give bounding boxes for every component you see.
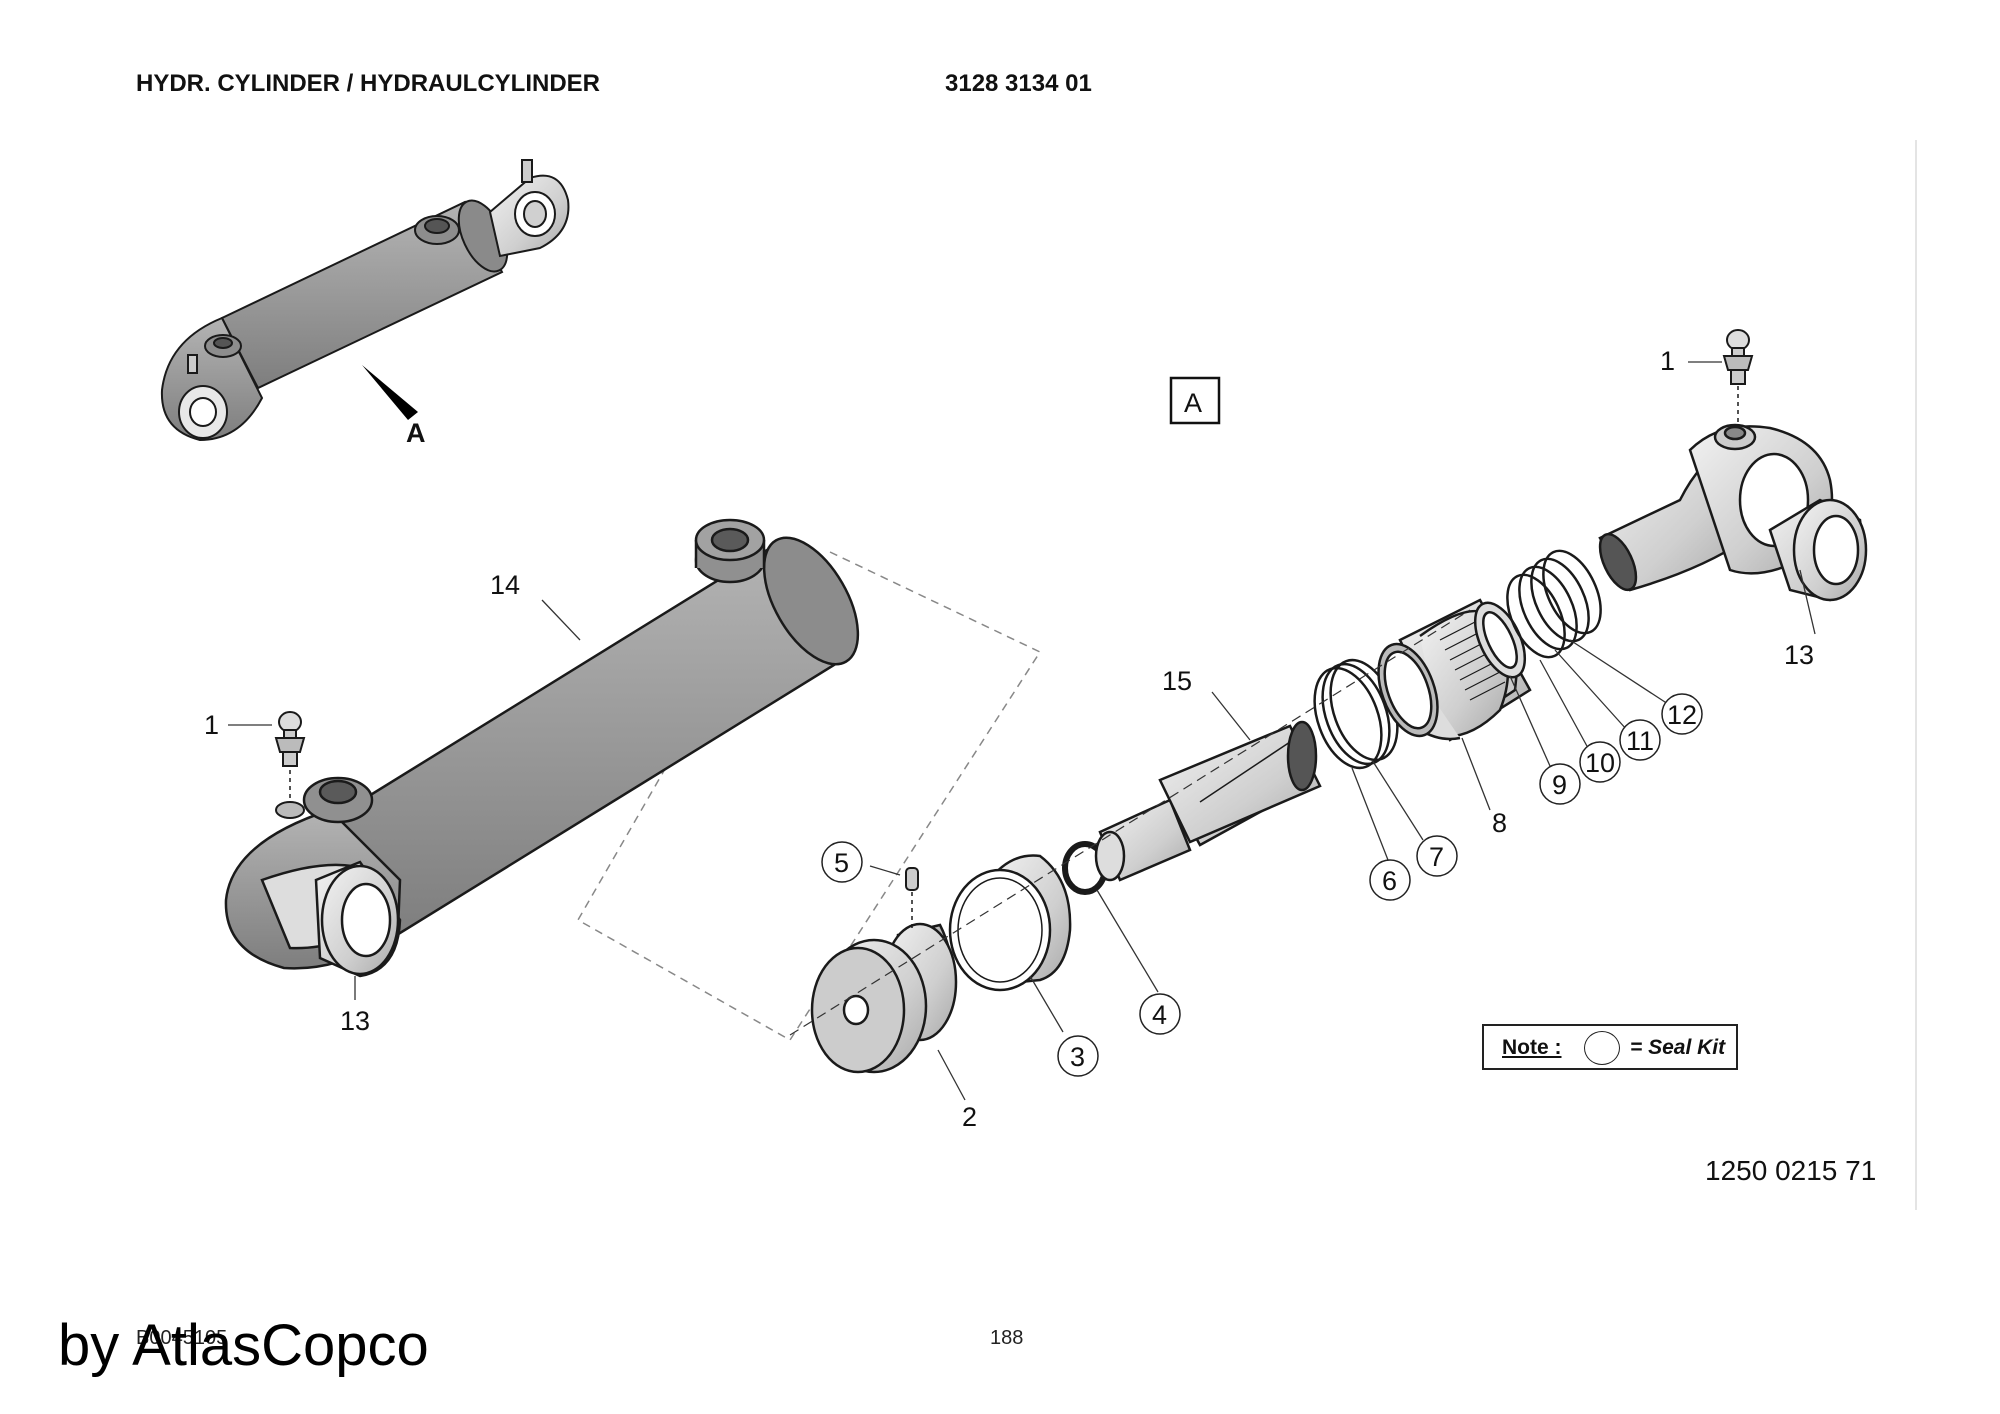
callout-13-left: 13 bbox=[340, 1006, 370, 1036]
set-screw bbox=[905, 867, 919, 932]
bushing-right bbox=[1768, 498, 1868, 602]
view-arrow bbox=[362, 365, 418, 420]
piston-rod bbox=[1094, 720, 1322, 882]
callout-8: 8 bbox=[1492, 808, 1507, 838]
view-marker-box bbox=[1169, 376, 1221, 425]
callout-5: 5 bbox=[834, 848, 849, 878]
drawing-number: 1250 0215 71 bbox=[1705, 1155, 1877, 1186]
callout-15: 15 bbox=[1162, 666, 1192, 696]
assembly-axis bbox=[789, 609, 1471, 1036]
leader-lines bbox=[228, 361, 1816, 1101]
callout-13-right: 13 bbox=[1784, 640, 1814, 670]
guide-ring bbox=[948, 854, 1072, 992]
callout-14: 14 bbox=[490, 570, 520, 600]
page-number: 188 bbox=[990, 1327, 1024, 1349]
bushing-left bbox=[314, 860, 402, 978]
callouts: 14 1 13 15 1 13 2 8 3 4 5 6 7 9 10 11 12 bbox=[204, 346, 1814, 1132]
part-number: 3128 3134 01 bbox=[945, 70, 1092, 97]
piston bbox=[810, 922, 958, 1074]
overview-cylinder bbox=[160, 159, 570, 442]
page-title: HYDR. CYLINDER / HYDRAULCYLINDER bbox=[136, 70, 601, 97]
callout-6: 6 bbox=[1382, 866, 1397, 896]
callout-10: 10 bbox=[1585, 748, 1615, 778]
callout-2: 2 bbox=[962, 1102, 977, 1132]
note-text: = Seal Kit bbox=[1630, 1036, 1726, 1059]
callout-11: 11 bbox=[1626, 726, 1654, 756]
grease-nipple-left bbox=[274, 711, 306, 819]
seal-rings-9-12 bbox=[1473, 549, 1602, 679]
seal-kit-note: Note : = Seal Kit bbox=[1482, 1024, 1738, 1070]
page-right-border bbox=[1915, 140, 1917, 1210]
grease-nipple-right bbox=[1722, 329, 1754, 424]
projection-outline bbox=[576, 551, 1042, 1042]
view-marker-label: A bbox=[1184, 388, 1202, 418]
callout-1-left: 1 bbox=[204, 710, 219, 740]
callout-3: 3 bbox=[1070, 1042, 1085, 1072]
watermark: by AtlasCopco bbox=[58, 1313, 429, 1378]
callout-1-right: 1 bbox=[1660, 346, 1675, 376]
callout-4: 4 bbox=[1152, 1000, 1167, 1030]
callout-12: 12 bbox=[1667, 700, 1697, 730]
view-arrow-label: A bbox=[406, 418, 426, 448]
footer-code: B0045105 bbox=[136, 1327, 228, 1349]
callout-7: 7 bbox=[1429, 842, 1444, 872]
seal-kit-circle-symbol bbox=[1584, 1031, 1620, 1065]
note-label: Note : bbox=[1502, 1036, 1562, 1059]
callout-9: 9 bbox=[1552, 770, 1567, 800]
